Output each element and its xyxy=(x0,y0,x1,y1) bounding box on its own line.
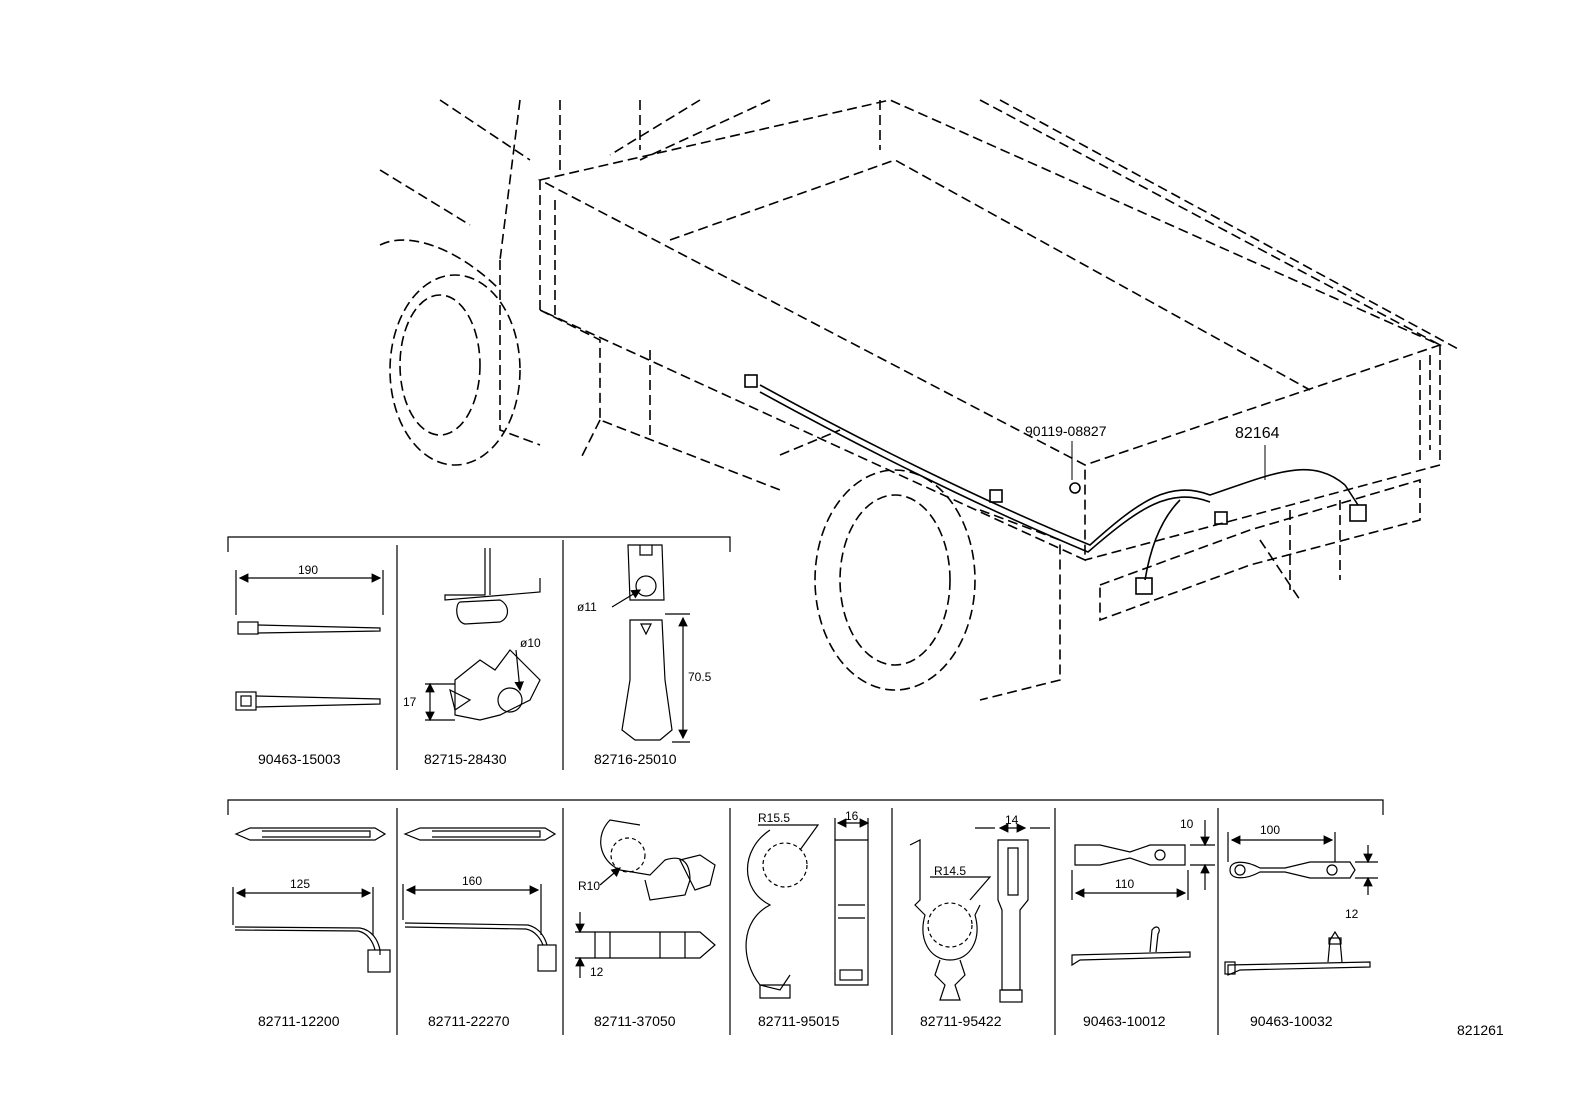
dim-10: 10 xyxy=(1180,817,1194,831)
part-90463-10032: 100 12 90463-10032 xyxy=(1224,823,1378,1029)
part-90463-10012: 10 110 90463-10012 xyxy=(1071,817,1215,1029)
part-82711-12200: 125 82711-12200 xyxy=(232,827,391,1029)
truck-illustration xyxy=(379,99,1461,701)
callout-90119-08827: 90119-08827 xyxy=(1025,423,1107,439)
part-90463-15003: 190 90463-15003 xyxy=(235,563,384,767)
part-number: 90463-10032 xyxy=(1250,1013,1333,1029)
part-number: 82711-37050 xyxy=(594,1013,676,1029)
dim-12: 12 xyxy=(590,965,604,979)
part-number: 82716-25010 xyxy=(594,751,677,767)
dim-16: 16 xyxy=(845,809,859,823)
part-82711-95015: R15.5 16 82711-95015 xyxy=(745,809,870,1029)
dim-125: 125 xyxy=(290,877,310,891)
parts-box-top xyxy=(227,536,731,770)
dim-r14-5: R14.5 xyxy=(934,864,966,878)
wire-harness xyxy=(744,374,1367,595)
dim-phi10: ø10 xyxy=(520,636,541,650)
part-number: 90463-15003 xyxy=(258,751,341,767)
part-number: 82711-22270 xyxy=(428,1013,510,1029)
dim-100: 100 xyxy=(1260,823,1280,837)
dim-70-5: 70.5 xyxy=(688,670,712,684)
dim-17: 17 xyxy=(403,695,417,709)
part-number: 82711-95422 xyxy=(920,1013,1002,1029)
dim-r10: R10 xyxy=(578,879,600,893)
part-number: 82715-28430 xyxy=(424,751,507,767)
dim-phi11: ø11 xyxy=(577,600,597,614)
dim-r15-5: R15.5 xyxy=(758,811,790,825)
part-82711-37050: R10 12 82711-37050 xyxy=(575,819,716,1029)
truck-callouts: 90119-08827 82164 xyxy=(1025,423,1280,480)
dim-12: 12 xyxy=(1345,907,1359,921)
part-number: 90463-10012 xyxy=(1083,1013,1166,1029)
part-number: 82711-95015 xyxy=(758,1013,840,1029)
parts-box-bottom xyxy=(227,799,1384,1035)
part-82716-25010: ø11 70.5 82716-25010 xyxy=(577,544,712,767)
part-number: 82711-12200 xyxy=(258,1013,340,1029)
dim-14: 14 xyxy=(1005,813,1019,827)
dim-110: 110 xyxy=(1115,877,1134,891)
part-82715-28430: ø10 17 82715-28430 xyxy=(403,548,541,767)
part-82711-22270: 160 82711-22270 xyxy=(402,827,557,1029)
callout-82164: 82164 xyxy=(1235,425,1280,442)
part-82711-95422: R14.5 14 82711-95422 xyxy=(909,813,1050,1029)
figure-id: 821261 xyxy=(1457,1022,1504,1038)
dim-160: 160 xyxy=(462,874,482,888)
dim-190: 190 xyxy=(298,563,318,577)
